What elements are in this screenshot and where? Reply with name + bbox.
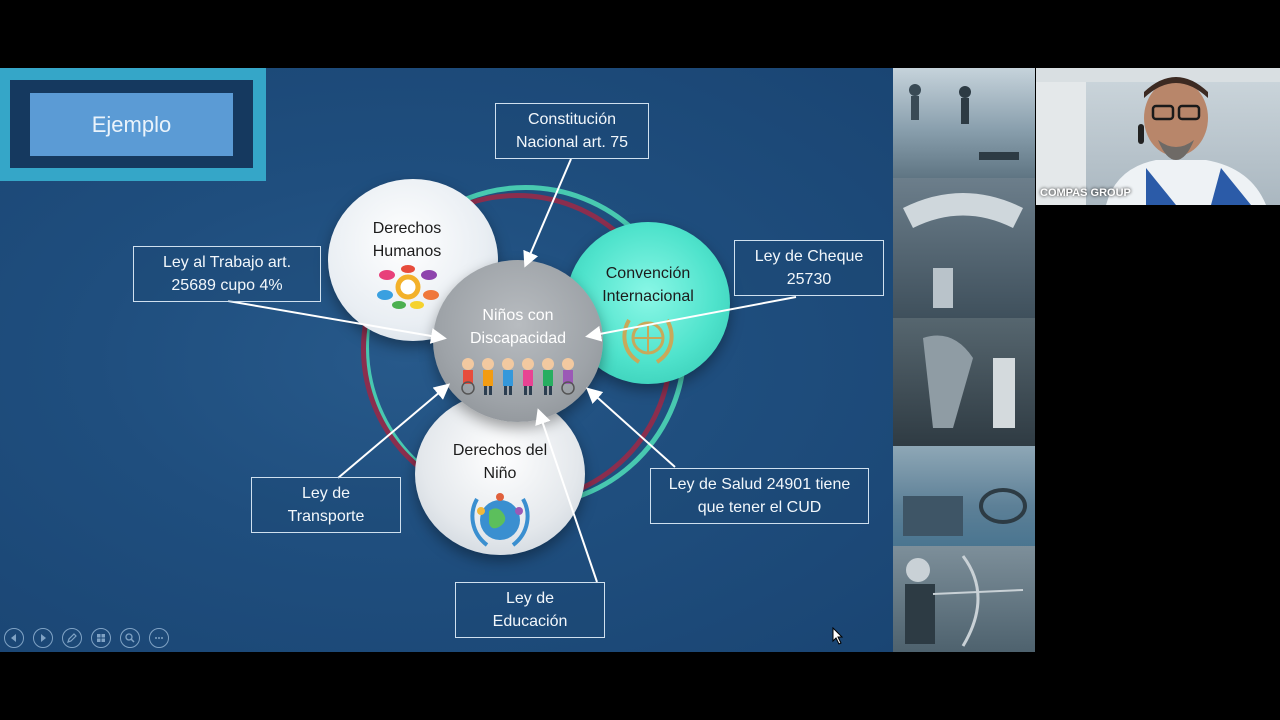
circle-derechos-nino-label: Derechos del Niño — [452, 442, 548, 482]
photo-sprinter — [893, 318, 1035, 446]
archer-silhouette — [905, 555, 1024, 647]
pen-icon[interactable] — [62, 628, 82, 648]
slide-title: Ejemplo — [30, 93, 233, 156]
mouse-cursor-icon — [832, 627, 844, 645]
box-ley-transporte: Ley de Transporte — [251, 477, 401, 533]
box-ley-trabajo: Ley al Trabajo art. 25689 cupo 4% — [133, 246, 321, 302]
arrow-constitucion — [523, 158, 572, 268]
athletes-silhouette — [909, 84, 1019, 160]
children-group-icon — [461, 358, 575, 395]
box-constitucion: Constitución Nacional art. 75 — [495, 103, 649, 159]
slides-grid-icon[interactable] — [91, 628, 111, 648]
sprinter-silhouette — [923, 335, 1015, 428]
arrow-transporte — [337, 383, 451, 479]
circle-derechos-humanos-label: Derechos Humanos — [372, 220, 442, 260]
previous-icon[interactable] — [4, 628, 24, 648]
photo-wheelchair-tennis — [893, 446, 1035, 546]
presentation-slide: Ejemplo Derechos Humanos Convención Inte… — [0, 68, 893, 652]
more-icon[interactable] — [149, 628, 169, 648]
colorful-hands-icon — [377, 265, 439, 309]
speaker-avatar — [1036, 68, 1280, 205]
arrow-cheque — [585, 296, 797, 342]
arrow-salud — [586, 387, 676, 468]
jumper-silhouette — [903, 193, 1023, 308]
slide-controls — [4, 628, 169, 648]
box-ley-salud: Ley de Salud 24901 tiene que tener el CU… — [650, 468, 869, 524]
zoom-icon[interactable] — [120, 628, 140, 648]
connector-arrows — [227, 158, 797, 583]
photo-high-jump — [893, 178, 1035, 318]
box-ley-cheque: Ley de Cheque 25730 — [734, 240, 884, 296]
speaker-name-label: COMPAS GROUP — [1040, 187, 1131, 199]
next-icon[interactable] — [33, 628, 53, 648]
arrow-trabajo — [227, 300, 447, 344]
circle-ninos-con-discapacidad: Niños con Discapacidad — [433, 260, 603, 422]
center-circle-label: Niños con Discapacidad — [469, 307, 567, 347]
photo-archer — [893, 546, 1035, 652]
circle-convencion-label: Convención Internacional — [602, 265, 694, 305]
speaker-video-tile[interactable]: COMPAS GROUP — [1036, 68, 1280, 205]
box-ley-educacion: Ley de Educación — [455, 582, 605, 638]
photo-athletes-running — [893, 68, 1035, 178]
children-globe-icon — [470, 493, 530, 547]
arrow-educacion — [535, 408, 598, 583]
title-frame: Ejemplo — [0, 68, 266, 181]
tennis-silhouette — [903, 488, 1027, 536]
un-emblem-icon — [622, 319, 674, 364]
